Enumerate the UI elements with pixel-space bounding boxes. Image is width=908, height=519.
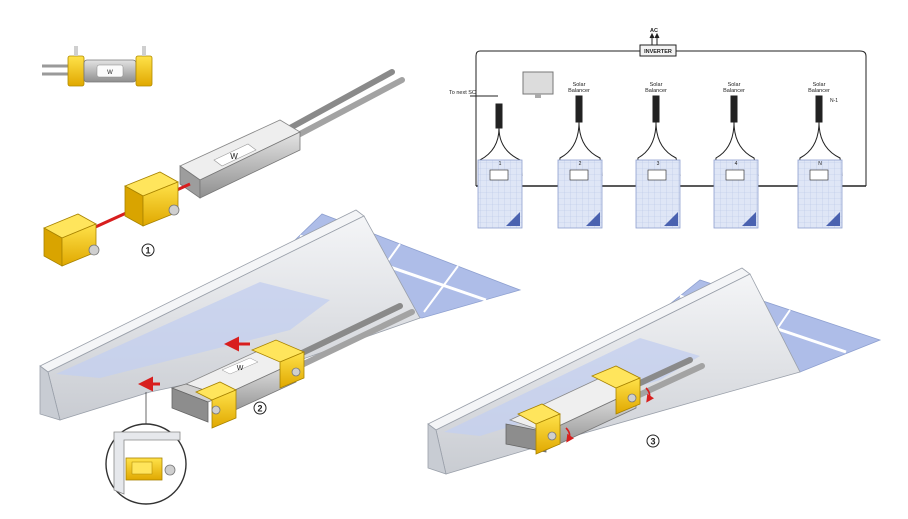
step3-label: 3 xyxy=(650,437,655,447)
panel-n: N xyxy=(797,159,843,229)
svg-text:Balancer: Balancer xyxy=(723,88,745,94)
balancer-number: 1 xyxy=(577,107,580,113)
svg-text:Solar: Solar xyxy=(650,82,663,88)
schematic-panels: 1 2 3 4 N xyxy=(477,159,843,229)
svg-text:2: 2 xyxy=(579,161,582,167)
device-logo-step2: W xyxy=(237,365,244,372)
svg-text:4: 4 xyxy=(735,161,738,167)
device-thumbnail: W xyxy=(42,46,153,87)
svg-text:N: N xyxy=(818,161,822,167)
svg-text:1: 1 xyxy=(499,161,502,167)
step1-label: 1 xyxy=(145,246,150,256)
svg-text:Solar: Solar xyxy=(573,82,586,88)
clamp-front xyxy=(124,171,180,227)
balancer-number: 2 xyxy=(654,107,657,113)
balancer-label-2: Solar Balancer 2 xyxy=(645,82,667,113)
step2-label: 2 xyxy=(257,404,262,414)
balancer-label-3: Solar Balancer 3 xyxy=(723,82,745,113)
svg-text:3: 3 xyxy=(657,161,660,167)
inverter-label: INVERTER xyxy=(644,49,672,55)
to-next-sc-label: To next SC xyxy=(449,90,476,96)
balancer-labels: Solar Balancer 1 Solar Balancer 2 Solar … xyxy=(568,82,838,113)
panel-4: 4 xyxy=(713,159,759,229)
ac-label: AC xyxy=(650,28,658,34)
balancer-number: N-1 xyxy=(830,98,838,104)
clamp-removed xyxy=(43,213,100,267)
svg-text:Balancer: Balancer xyxy=(568,88,590,94)
step3-installed: 3 xyxy=(427,267,882,475)
panel-2: 2 xyxy=(557,159,603,229)
clamp-detail-magnifier xyxy=(105,423,187,505)
balancer-label-1: Solar Balancer 1 xyxy=(568,82,590,113)
device-logo-large: W xyxy=(230,152,238,161)
balancer-number: 3 xyxy=(732,107,735,113)
panel-3: 3 xyxy=(635,159,681,229)
svg-text:Solar: Solar xyxy=(728,82,741,88)
svg-text:Balancer: Balancer xyxy=(645,88,667,94)
balancer-label-n-1: Solar Balancer N-1 xyxy=(808,82,838,104)
panel-1: 1 xyxy=(477,159,523,229)
svg-text:Balancer: Balancer xyxy=(808,88,830,94)
svg-text:Solar: Solar xyxy=(813,82,826,88)
wiring-schematic xyxy=(470,32,867,187)
step1-exploded-device: W 1 xyxy=(43,69,405,267)
step2-mounting: W 2 xyxy=(39,209,522,430)
wiring-labels: AC INVERTER To next SC xyxy=(449,28,672,96)
device-logo-small: W xyxy=(107,70,113,76)
